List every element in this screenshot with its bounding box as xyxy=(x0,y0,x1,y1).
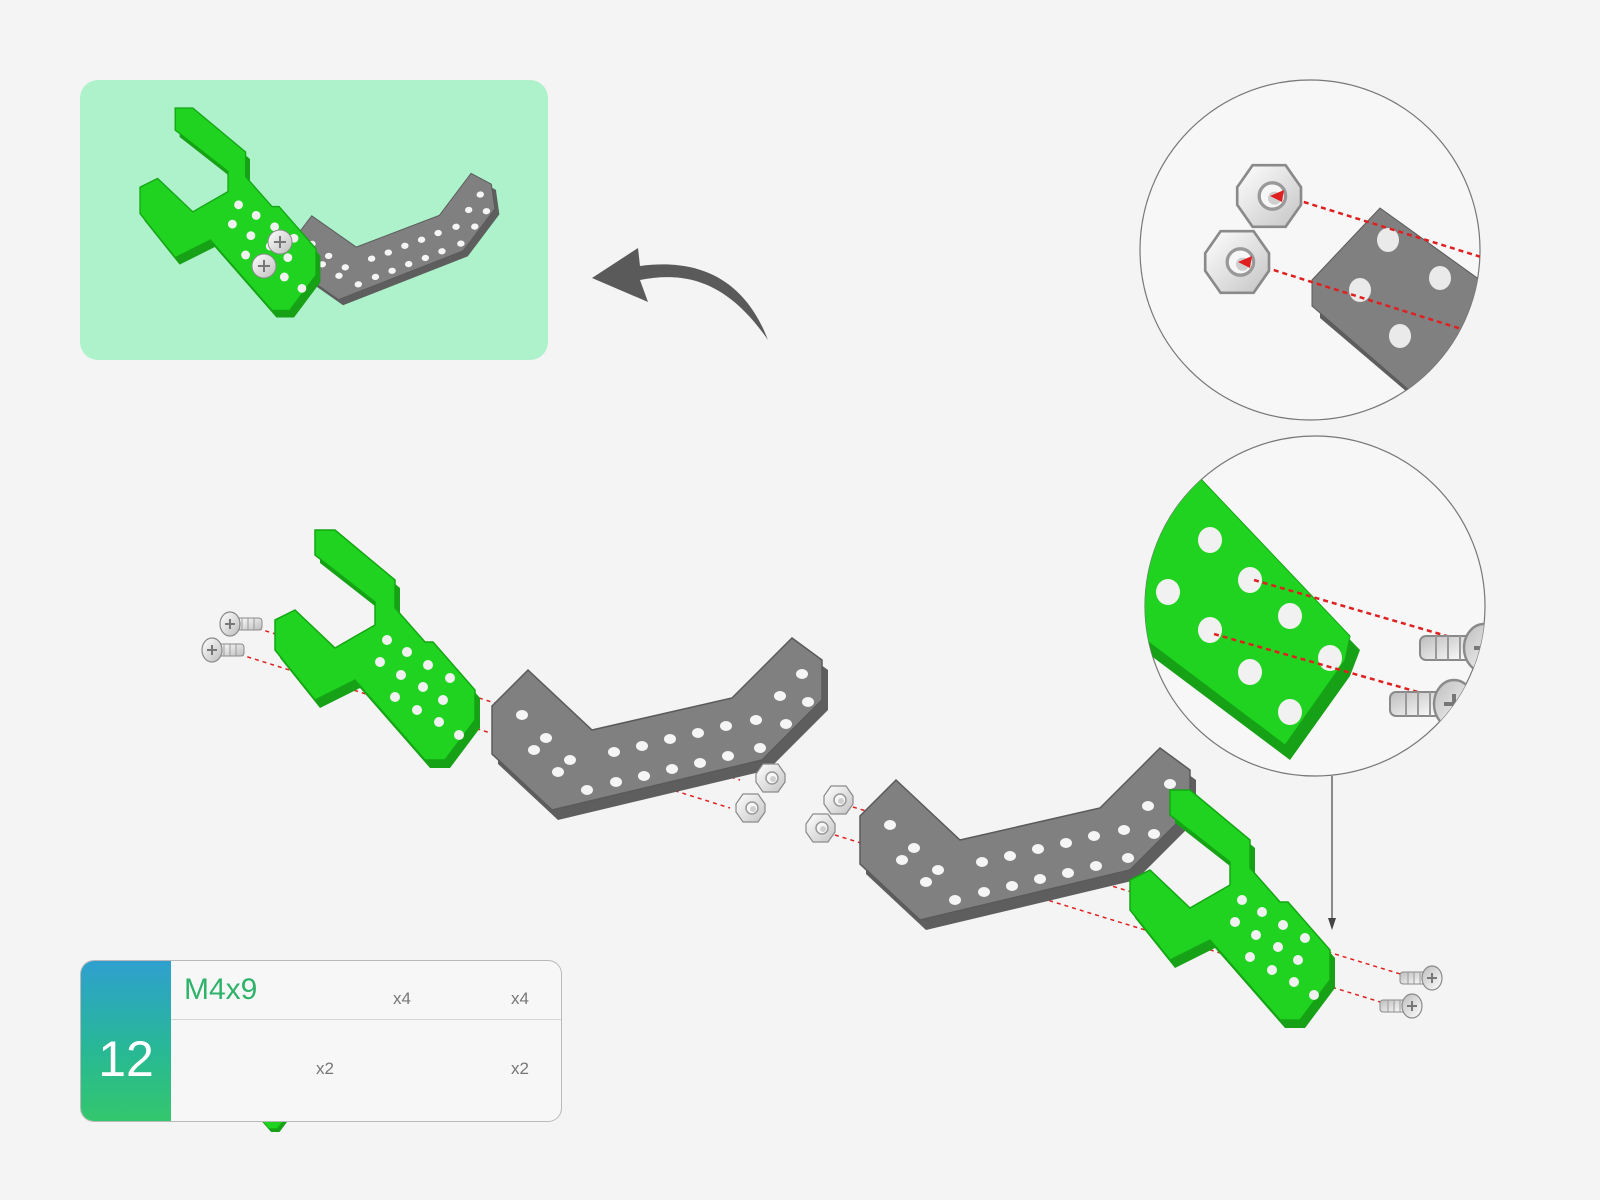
screw-detail-callout xyxy=(1144,435,1486,777)
green-plate-qty: x2 xyxy=(316,1059,334,1078)
parts-list-panel: 12 M4x9 x4 x4 x2 x2 xyxy=(80,960,562,1122)
screw-qty: x4 xyxy=(393,989,411,1008)
screw-spec-label: M4x9 xyxy=(184,973,258,1006)
exploded-assembly xyxy=(201,529,1443,1029)
preview-screw-heads xyxy=(251,229,293,279)
nut-qty: x4 xyxy=(511,989,529,1008)
nut-detail-callout xyxy=(1139,79,1481,421)
curved-arrow-icon xyxy=(592,248,768,340)
step-number-badge: 12 xyxy=(81,961,171,1121)
parts-row-divider xyxy=(171,1019,561,1020)
grey-plate-qty: x2 xyxy=(511,1059,529,1078)
assembled-preview xyxy=(80,80,548,360)
